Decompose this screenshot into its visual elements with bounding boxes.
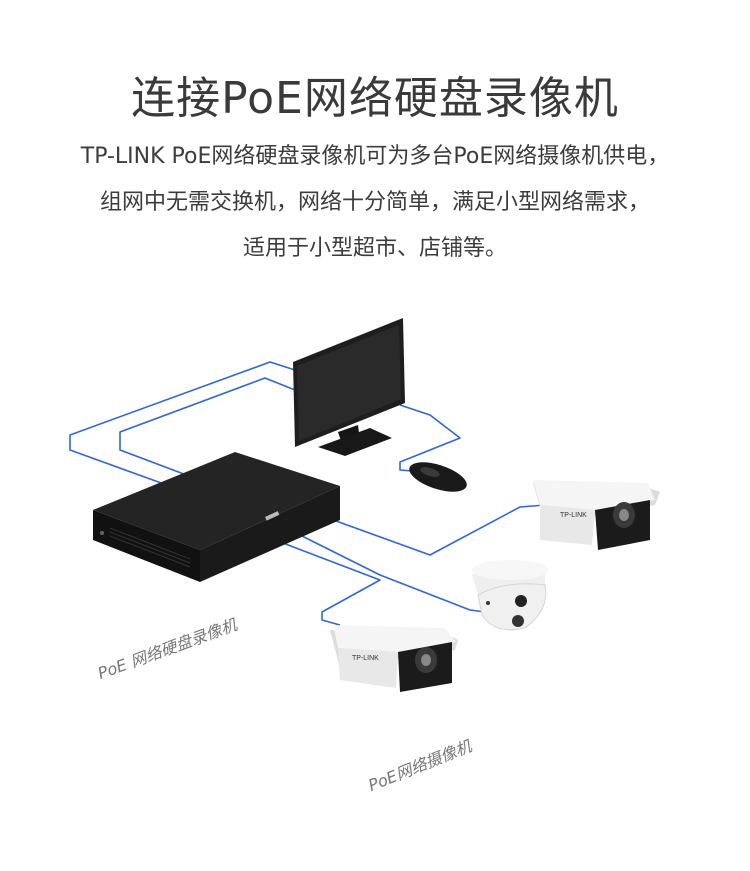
camera-brand-bottom: TP-LINK — [352, 655, 379, 662]
mouse — [409, 462, 467, 492]
page-title: 连接PoE网络硬盘录像机 — [131, 73, 619, 124]
monitor — [293, 318, 405, 456]
network-diagram: TP-LINK TP-LINK — [69, 318, 660, 692]
description-line-2: 组网中无需交换机，网络十分简单，满足小型网络需求， — [99, 190, 650, 215]
poe-cables — [69, 361, 546, 626]
description-line-1: TP-LINK PoE网络硬盘录像机可为多台PoE网络摄像机供电， — [80, 144, 670, 169]
bullet-camera-bottom: TP-LINK — [330, 625, 458, 692]
nvr-device — [93, 452, 340, 582]
bullet-camera-right: TP-LINK — [533, 480, 660, 550]
dome-camera — [472, 560, 548, 631]
description-line-3: 适用于小型超市、店铺等。 — [242, 236, 507, 261]
camera-brand-right: TP-LINK — [560, 512, 587, 519]
